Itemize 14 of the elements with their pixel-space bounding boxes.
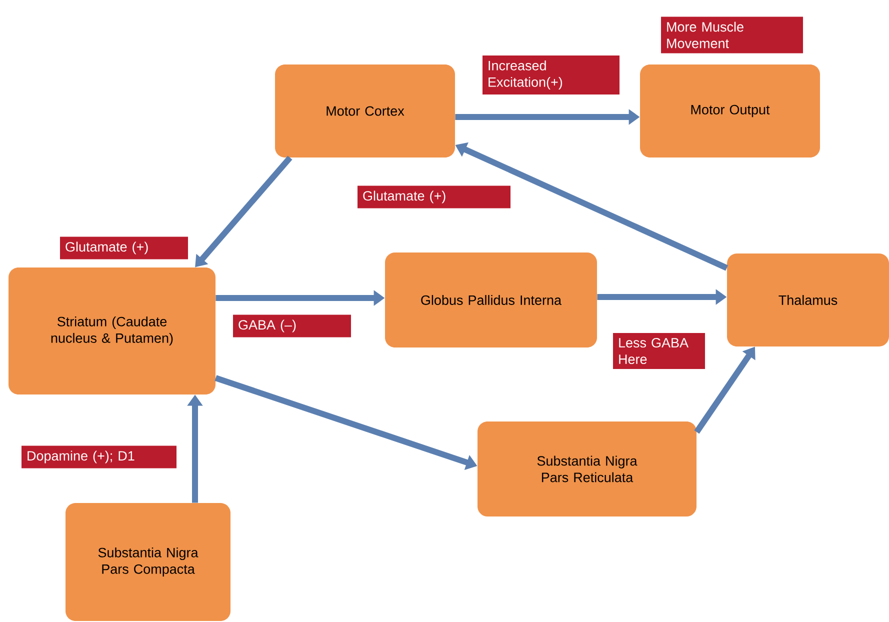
edge-label: Glutamate (+) (60, 236, 188, 260)
process-box: Globus Pallidus Interna (385, 252, 597, 348)
process-box: Motor Output (640, 64, 820, 158)
edge-label: Dopamine (+); D1 (22, 446, 176, 468)
process-box: Striatum (Caudate nucleus & Putamen) (8, 268, 216, 394)
edge-label: Less GABA Here (613, 332, 705, 370)
note-label: More Muscle Movement (661, 16, 803, 54)
process-box: Motor Cortex (275, 64, 455, 158)
process-box: Substantia Nigra Pars Compacta (66, 503, 230, 621)
process-box: Substantia Nigra Pars Reticulata (478, 422, 696, 516)
edge-label: Increased Excitation(+) (482, 55, 620, 95)
edge-label: Glutamate (+) (358, 186, 510, 208)
process-box: Thalamus (727, 254, 889, 346)
edge-label: GABA (–) (233, 314, 351, 338)
